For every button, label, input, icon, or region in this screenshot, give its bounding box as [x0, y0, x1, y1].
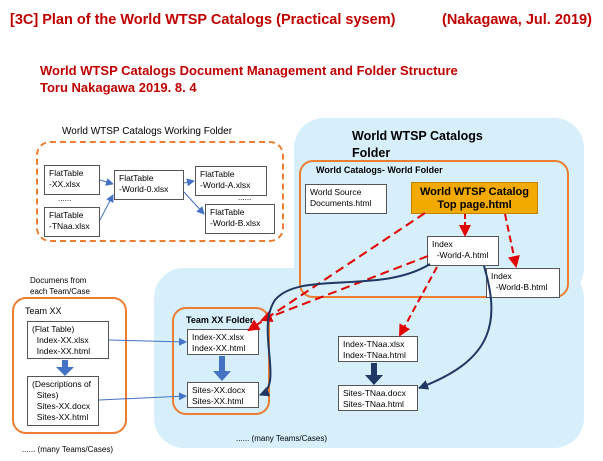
arrow-world0-to-b: [183, 191, 205, 215]
top-page-box: World WTSP Catalog Top page.html: [411, 182, 538, 214]
arrow-flat-to-index: [108, 337, 187, 346]
index-tnaa-box: Index-TNaa.xlsx Index-TNaa.html: [338, 336, 418, 362]
red-arrow-top-to-team-sites: [235, 210, 412, 322]
red-arrow-a-to-team: [260, 255, 429, 323]
index-world-b-box: Index -World-B.html: [486, 268, 560, 298]
block-arrow-tnaa: [365, 363, 383, 385]
red-arrow-top-to-b: [504, 213, 520, 268]
team-folder-sites-box: Sites-XX.docx Sites-XX.html: [187, 382, 259, 408]
page-title: [3C] Plan of the World WTSP Catalogs (Pr…: [10, 12, 396, 28]
working-folder-label: World WTSP Catalogs Working Folder: [62, 126, 233, 137]
working-dots-2: ......: [238, 193, 252, 202]
author-date: (Nakagawa, Jul. 2019): [442, 12, 592, 28]
subtitle: World WTSP Catalogs Document Management …: [40, 63, 458, 78]
flattable-tnaa-box: FlatTable -TNaa.xlsx: [44, 207, 100, 237]
block-arrow-left: [56, 360, 74, 376]
sites-tnaa-box: Sites-TNaa.docx Sites-TNaa.html: [338, 385, 418, 411]
curve-worldsource-to-worlda: [408, 214, 420, 262]
working-folder-frame: [36, 141, 284, 242]
catalogs-folder-label-line1: World WTSP Catalogs: [352, 129, 483, 143]
curve-worlda-to-tnaa-sites: [418, 265, 493, 390]
team-xx-label: Team XX: [25, 306, 62, 316]
world-folder-label: World Catalogs- World Folder: [316, 165, 443, 175]
team-folder-index-box: Index-XX.xlsx Index-XX.html: [187, 329, 259, 355]
team-descriptions-box: (Descriptions of Sites) Sites-XX.docx Si…: [27, 376, 99, 426]
arrow-world0-to-a: [183, 178, 195, 187]
arrow-tnaa-to-world0: [99, 194, 114, 221]
working-dots: ......: [58, 194, 72, 203]
arrow-desc-to-sites: [98, 392, 187, 401]
curve-worlda-to-team-sites: [259, 263, 431, 397]
flattable-worldb-box: FlatTable -World-B.xlsx: [205, 204, 275, 234]
flattable-worlda-box: FlatTable -World-A.xlsx: [195, 166, 267, 196]
author-line: Toru Nakagawa 2019. 8. 4: [40, 80, 197, 95]
flattable-world0-box: FlatTable -World-0.xlsx: [114, 170, 184, 200]
team-xx-frame: [12, 297, 127, 434]
flattable-xx-box: FlatTable -XX.xlsx: [44, 165, 100, 195]
team-folder-label: Team XX Folder: [186, 315, 254, 325]
arrow-xx-to-world0: [99, 178, 114, 186]
many-teams-center: ...... (many Teams/Cases): [236, 434, 327, 443]
red-arrow-a-to-tnaa: [399, 266, 438, 337]
block-arrow-team: [213, 356, 231, 381]
world-source-docs-box: World Source Documents.html: [305, 184, 387, 214]
catalogs-folder-label-line2: Folder: [352, 146, 391, 160]
documents-caption: Documens from each Team/Case: [30, 276, 90, 296]
many-teams-left: ...... (many Teams/Cases): [22, 445, 113, 454]
red-arrow-top-to-team-index: [247, 212, 426, 332]
catalogs-folder-label: World WTSP Catalogs Folder: [352, 128, 483, 162]
team-flat-table-box: (Flat Table) Index-XX.xlsx Index-XX.html: [27, 321, 109, 359]
